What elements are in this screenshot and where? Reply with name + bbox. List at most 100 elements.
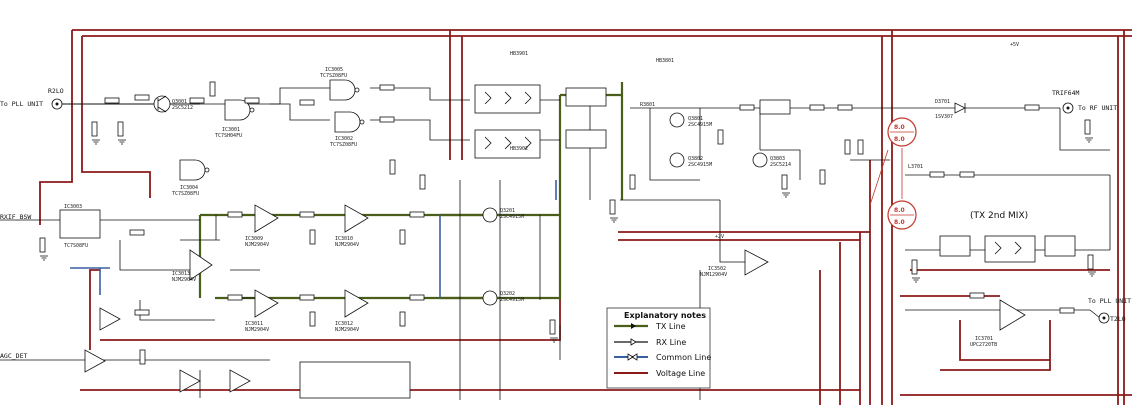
legend-tx-label: TX Line (655, 322, 686, 331)
rxif-bsw-label: RXIF_BSW (0, 213, 31, 221)
ic3003-label: IC3003 (64, 204, 82, 210)
d3701-type: 1SV307 (935, 114, 953, 120)
opamp-icon (254, 289, 279, 318)
opamp-icon (344, 289, 369, 318)
tx-2nd-mix-label: (TX 2nd MIX) (970, 211, 1028, 221)
common-lines (70, 180, 557, 298)
ic3001-type: TC7SH04FU (215, 133, 242, 139)
to-pll-right-label: To PLL UNIT (1088, 297, 1131, 305)
transistor-icon (752, 152, 768, 168)
ic3011-opamp: IC3011 NJM2904V (245, 289, 279, 333)
opamp-icon (84, 349, 106, 373)
q3801-type: 2SC4915M (688, 122, 712, 128)
mixer-block-lower: HB3902 (474, 129, 541, 159)
ic3001-gate: IC3001 TC7SH04FU (215, 99, 255, 139)
d3701-diode: D3701 1SV307 (935, 99, 966, 120)
ic3013-label: IC3013 (172, 271, 190, 277)
ic3002-label: IC3002 (335, 136, 353, 142)
ic3001-label: IC3001 (222, 127, 240, 133)
trif64m-connector: TRIF64M To RF UNIT (1052, 89, 1117, 114)
legend-rx-label: RX Line (656, 338, 686, 347)
ic3010-label: IC3010 (335, 236, 353, 242)
opamp-icon (189, 249, 213, 281)
ic3012-type: NJM2904V (335, 327, 359, 333)
ic3003-type: TC7S08FU (64, 243, 88, 249)
and-gate-icon (224, 99, 251, 121)
ic3701-opamp: IC3701 UPC2720TB (970, 299, 1026, 348)
mixer-block-upper: HB3901 (474, 51, 541, 114)
hb3901-label: HB3901 (510, 51, 528, 57)
q3201-transistor: Q3201 2SC4915M (482, 207, 524, 223)
legend-box (606, 307, 711, 389)
q3001-type: 2SC5212 (172, 105, 193, 111)
ic3005-label: IC3005 (325, 67, 343, 73)
l3701-label: L3701 (908, 164, 923, 170)
opamp-icon (179, 369, 201, 393)
agc-det-label: AGC_DET (0, 352, 27, 360)
t2lo-label: T2LO (1110, 315, 1126, 323)
circle-top-value-b: 8.0 (894, 136, 905, 143)
ic3004-gate: IC3004 TC7SZ08FU (172, 159, 210, 197)
q3202-transistor: Q3202 2SC4915M (482, 290, 524, 306)
passive-components (39, 81, 1094, 365)
ic3002-gate: IC3002 TC7SZ08FU (330, 111, 365, 148)
q3802-label: Q3802 (688, 156, 703, 162)
ic3011-label: IC3011 (245, 321, 263, 327)
ic3013-opamp: IC3013 NJM2904V (172, 249, 213, 283)
ic3502-type: NJM12904V (700, 272, 727, 278)
q3001-label: Q3001 (172, 99, 187, 105)
to-pll-left-label: To PLL UNIT (0, 100, 43, 108)
r2lo-label: R2LO (48, 87, 64, 95)
q3803-label: Q3803 (770, 156, 785, 162)
plus2v-label: +2V (715, 234, 724, 240)
hb3801-label: HB3801 (656, 58, 674, 64)
ic3010-opamp: IC3010 NJM2904V (335, 204, 369, 248)
ic3010-type: NJM2904V (335, 242, 359, 248)
d3701-label: D3701 (935, 99, 950, 105)
q3201-type: 2SC4915M (500, 214, 524, 220)
t2lo-connector: T2LO To PLL UNIT (1088, 297, 1131, 324)
opamp-icon (999, 299, 1026, 331)
and-gate-icon (334, 111, 361, 133)
ic3005-type: TC7SZ08FU (320, 73, 347, 79)
transistor-icon (669, 152, 685, 168)
and-gate-icon (179, 159, 206, 181)
q3802-transistor: Q3802 2SC4915M (669, 152, 712, 168)
ic3012-label: IC3012 (335, 321, 353, 327)
q3802-type: 2SC4915M (688, 162, 712, 168)
bottom-opamps (84, 307, 411, 399)
legend-voltage-label: Voltage Line (656, 369, 705, 378)
opamp-icon (229, 369, 251, 393)
q3801-transistor: Q3801 2SC4915M (669, 112, 712, 128)
ic3013-type: NJM2904V (172, 277, 196, 283)
tx-lines (198, 82, 624, 300)
opamp-icon (344, 204, 369, 233)
ic3011-type: NJM2904V (245, 327, 269, 333)
q3001-transistor: Q3001 2SC5212 (153, 95, 193, 113)
transistor-icon (482, 207, 498, 223)
ic3012-opamp: IC3012 NJM2904V (335, 289, 369, 333)
opamp-icon (744, 249, 769, 276)
to-rf-unit-label: To RF UNIT (1078, 104, 1117, 112)
transistor-icon (669, 112, 685, 128)
ic3502-label: IC3502 (708, 266, 726, 272)
circle-bottom-value-b: 8.0 (894, 219, 905, 226)
ic3009-type: NJM2904V (245, 242, 269, 248)
ic3701-label: IC3701 (975, 336, 993, 342)
ground-symbols (40, 137, 1096, 343)
transistor-icon (482, 290, 498, 306)
voltage-lines (39, 29, 1132, 405)
ic3005-gate: IC3005 TC7SZ08FU (320, 67, 360, 101)
q3201-label: Q3201 (500, 208, 515, 214)
q3801-label: Q3801 (688, 116, 703, 122)
tx-2nd-mix-block (939, 235, 1076, 263)
hb3902-label: HB3902 (510, 146, 528, 152)
r2lo-connector: R2LO To PLL UNIT (0, 87, 64, 110)
ic3009-label: IC3009 (245, 236, 263, 242)
annotation-circle-top: 8.0 8.0 (887, 117, 917, 147)
annotation-circle-bottom: 8.0 8.0 (887, 200, 917, 230)
circle-top-value-a: 8.0 (894, 124, 905, 131)
q3803-transistor: Q3803 2SC5214 (752, 152, 791, 168)
ic3009-opamp: IC3009 NJM2904V (245, 204, 279, 248)
